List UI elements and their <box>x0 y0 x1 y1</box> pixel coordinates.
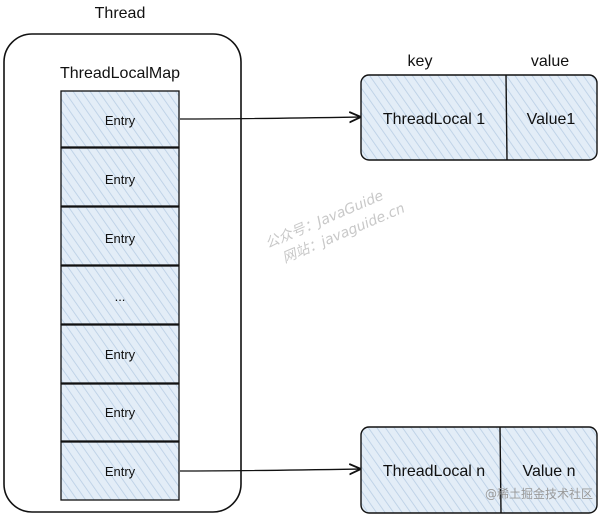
entry-cell <box>60 383 180 442</box>
corner-watermark: @稀土掘金技术社区 <box>485 486 593 501</box>
kv-divider <box>505 74 508 161</box>
threadlocalmap-title: ThreadLocalMap <box>60 65 180 82</box>
entry-label: Entry <box>105 464 136 479</box>
kv-key-1: ThreadLocal 1 <box>383 111 485 128</box>
value-header: value <box>531 53 569 70</box>
entry-label: Entry <box>105 172 136 187</box>
entry-cell <box>60 324 180 384</box>
arrow-bottom <box>179 469 361 471</box>
kv-value-n: Value n <box>522 463 575 480</box>
kv-divider <box>499 426 502 514</box>
thread-title: Thread <box>95 5 146 22</box>
entry-ellipsis: ... <box>115 289 126 304</box>
entry-cell <box>60 90 180 148</box>
kv-box-frame <box>360 74 598 161</box>
entry-cell <box>60 441 180 501</box>
arrow-top <box>179 117 361 119</box>
kv-box-frame <box>360 426 598 514</box>
thread-box <box>3 33 242 513</box>
entry-label: Entry <box>105 113 136 128</box>
entry-cell <box>60 265 180 325</box>
entry-label: Entry <box>105 405 136 420</box>
entry-label: Entry <box>105 347 136 362</box>
kv-box-1: ThreadLocal 1 Value1 <box>360 74 598 161</box>
kv-key-n: ThreadLocal n <box>383 463 485 480</box>
entry-cell <box>60 147 180 207</box>
entry-list: Entry Entry Entry ... Entry Entry Entry <box>60 90 180 501</box>
entry-cell <box>60 206 180 266</box>
key-header: key <box>408 53 433 70</box>
entry-label: Entry <box>105 231 136 246</box>
kv-value-1: Value1 <box>527 111 576 128</box>
watermark: 公众号：JavaGuide 网站：javaguide.cn <box>263 188 407 267</box>
kv-box-n: ThreadLocal n Value n <box>360 426 598 514</box>
